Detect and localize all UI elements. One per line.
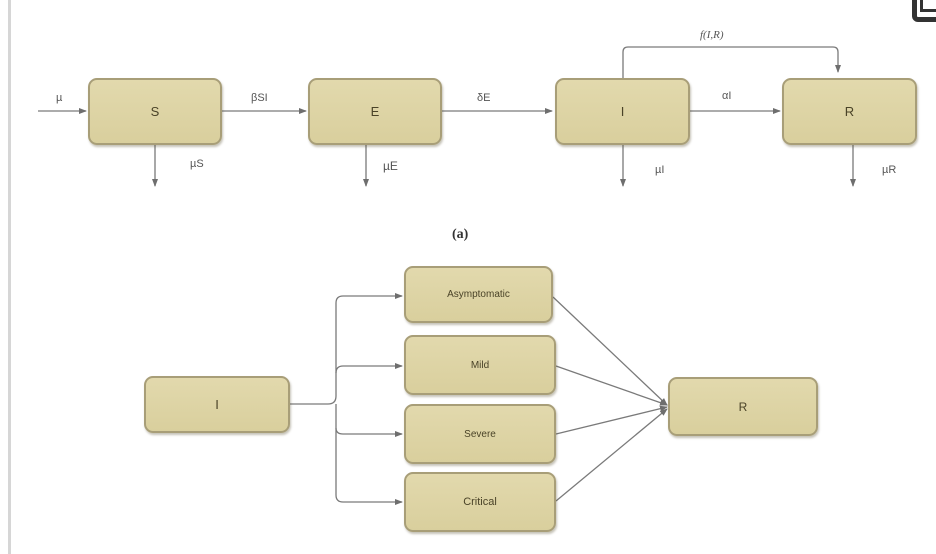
label-inflow: µ	[56, 92, 63, 104]
branch-i-trunk	[290, 293, 403, 405]
page-left-border	[8, 0, 11, 554]
compartment-e: E	[308, 78, 442, 145]
compartment-i-label: I	[620, 104, 625, 119]
branch-i-to-critical	[335, 428, 403, 505]
compartment-e-label: E	[370, 104, 380, 119]
label-i-to-r: αI	[722, 90, 732, 102]
node-asymptomatic: Asymptomatic	[404, 266, 553, 323]
node-recovered: R	[668, 377, 818, 436]
arrow-i-to-r-feedback	[622, 46, 841, 78]
label-death-r: µR	[882, 164, 897, 176]
compartment-i: I	[555, 78, 690, 145]
compartment-s-label: S	[150, 104, 160, 119]
label-e-to-i: δE	[477, 92, 491, 104]
label-death-e: µE	[383, 159, 398, 173]
node-severe: Severe	[404, 404, 556, 464]
node-critical-label: Critical	[463, 496, 497, 508]
node-mild: Mild	[404, 335, 556, 395]
node-infected-label: I	[215, 397, 219, 412]
node-severe-label: Severe	[464, 428, 496, 440]
panel-a-caption: (a)	[452, 227, 469, 242]
label-death-s: µS	[190, 158, 204, 170]
edge-mild-to-r	[555, 365, 668, 406]
label-s-to-e: βSI	[251, 92, 268, 104]
label-death-i: µI	[655, 164, 665, 176]
node-critical: Critical	[404, 472, 556, 532]
branch-i-to-severe	[335, 404, 403, 437]
label-i-to-r-feedback: f(I,R)	[700, 29, 724, 41]
edge-asymptomatic-to-r	[552, 296, 668, 406]
edge-severe-to-r	[555, 405, 668, 435]
expand-icon[interactable]	[912, 0, 936, 22]
branch-i-to-mild	[335, 363, 403, 374]
node-recovered-label: R	[738, 399, 748, 414]
node-mild-label: Mild	[470, 359, 490, 371]
compartment-r: R	[782, 78, 917, 145]
node-asymptomatic-label: Asymptomatic	[447, 289, 510, 300]
compartment-s: S	[88, 78, 222, 145]
compartment-r-label: R	[844, 104, 855, 119]
edge-critical-to-r	[555, 408, 668, 502]
node-infected: I	[144, 376, 290, 433]
